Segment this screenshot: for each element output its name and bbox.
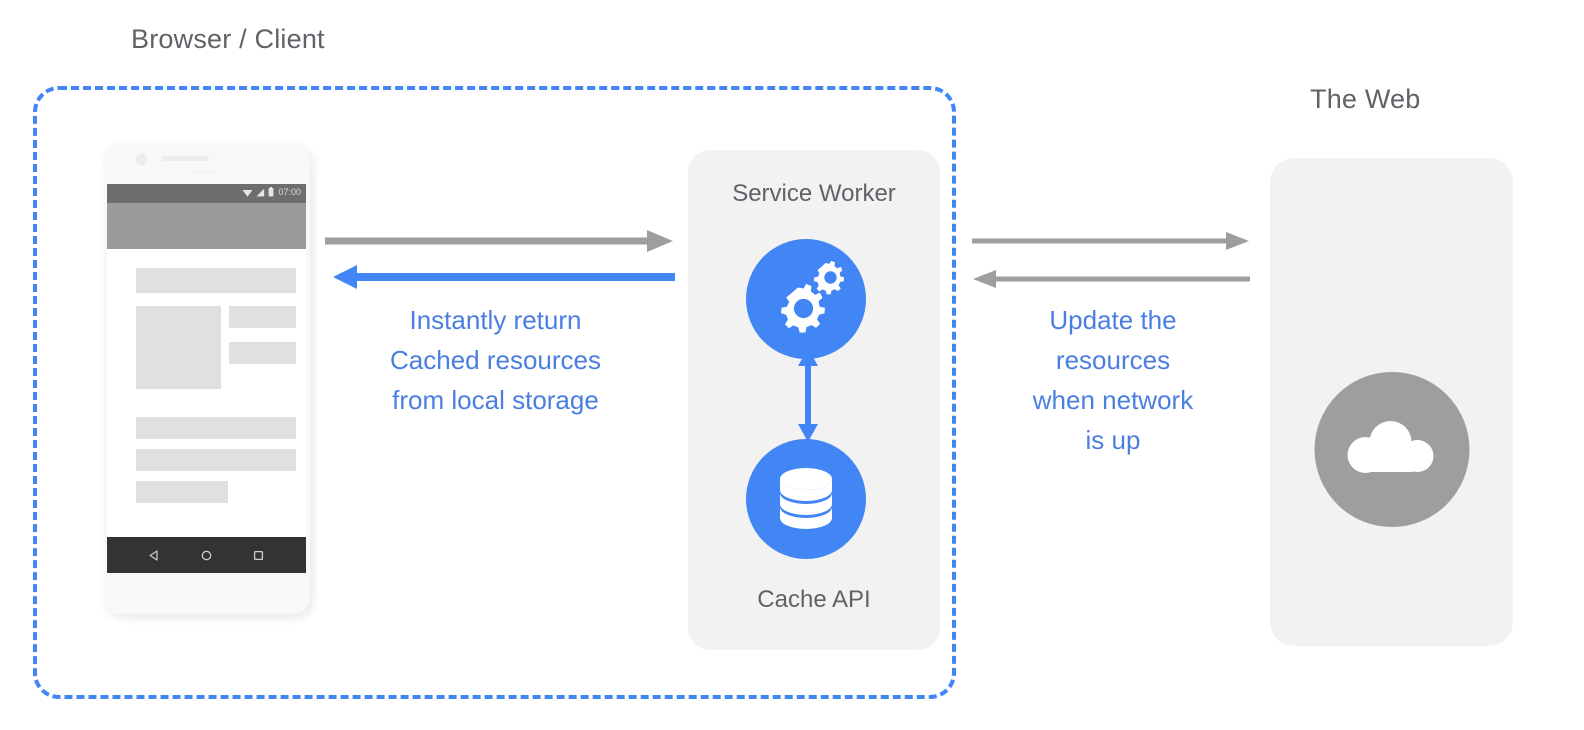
cloud-icon: [1347, 420, 1434, 473]
recents-icon[interactable]: [252, 549, 265, 562]
back-icon[interactable]: [148, 549, 161, 562]
service-worker-title: Service Worker: [732, 180, 896, 207]
phone-speaker: [161, 156, 209, 161]
the-web-label: The Web: [1310, 84, 1421, 114]
arrow-service-worker-to-web: [972, 232, 1249, 250]
gears-icon: [781, 261, 844, 333]
cache-database-badge: [746, 439, 866, 559]
web-cloud-badge: [1314, 372, 1469, 527]
content-placeholder-row-1: [136, 417, 296, 439]
annotation-cached-resources: Instantly return Cached resources from l…: [390, 305, 601, 415]
web-panel: [1270, 158, 1513, 646]
browser-client-label: Browser / Client: [131, 24, 325, 54]
status-bar-icons: 07:00: [242, 187, 301, 197]
phone-camera-icon: [136, 154, 147, 165]
phone-mockup: 07:00: [103, 143, 310, 614]
phone-navigation-bar: [107, 537, 306, 573]
phone-sensor: [191, 170, 215, 175]
signal-icon: [257, 188, 265, 196]
phone-screen: 07:00: [107, 184, 306, 573]
content-placeholder-row-3: [136, 481, 228, 503]
wifi-icon: [242, 189, 253, 197]
content-placeholder-side-1: [229, 306, 296, 328]
content-placeholder-side-2: [229, 342, 296, 364]
content-placeholder-row-2: [136, 449, 296, 471]
phone-page-content: [107, 249, 306, 537]
arrow-service-worker-to-client: [333, 265, 675, 289]
service-worker-gears-badge: [746, 239, 866, 359]
annotation-network-update: Update the resources when network is up: [1032, 305, 1194, 455]
phone-app-bar: [107, 203, 306, 249]
battery-icon: [269, 187, 274, 197]
arrow-client-to-service-worker: [325, 230, 673, 252]
cache-api-title: Cache API: [757, 586, 871, 613]
content-placeholder-title: [136, 268, 296, 293]
arrow-service-worker-cache: [798, 348, 818, 442]
phone-status-bar: 07:00: [107, 184, 306, 203]
status-bar-time: 07:00: [278, 186, 301, 197]
home-icon[interactable]: [200, 549, 213, 562]
client-boundary-box: [33, 86, 956, 699]
database-icon: [780, 468, 832, 529]
service-worker-panel: Service Worker: [688, 150, 940, 650]
content-placeholder-hero: [136, 306, 221, 389]
arrow-web-to-service-worker: [973, 270, 1250, 288]
